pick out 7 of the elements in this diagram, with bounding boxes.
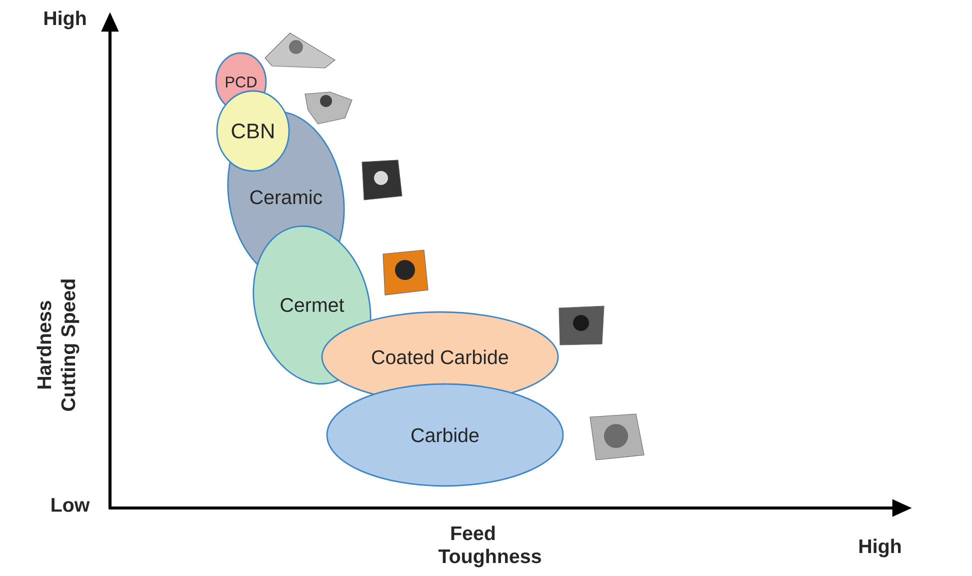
axis-label: High (44, 10, 86, 30)
axis-label: High (859, 538, 901, 558)
axis-label: Hardness (36, 300, 52, 389)
axis-label: Feed (451, 526, 495, 540)
axis-label: Cutting Speed (60, 280, 80, 411)
axis-label: Low (52, 498, 90, 512)
axis-label: Toughness (438, 548, 541, 568)
